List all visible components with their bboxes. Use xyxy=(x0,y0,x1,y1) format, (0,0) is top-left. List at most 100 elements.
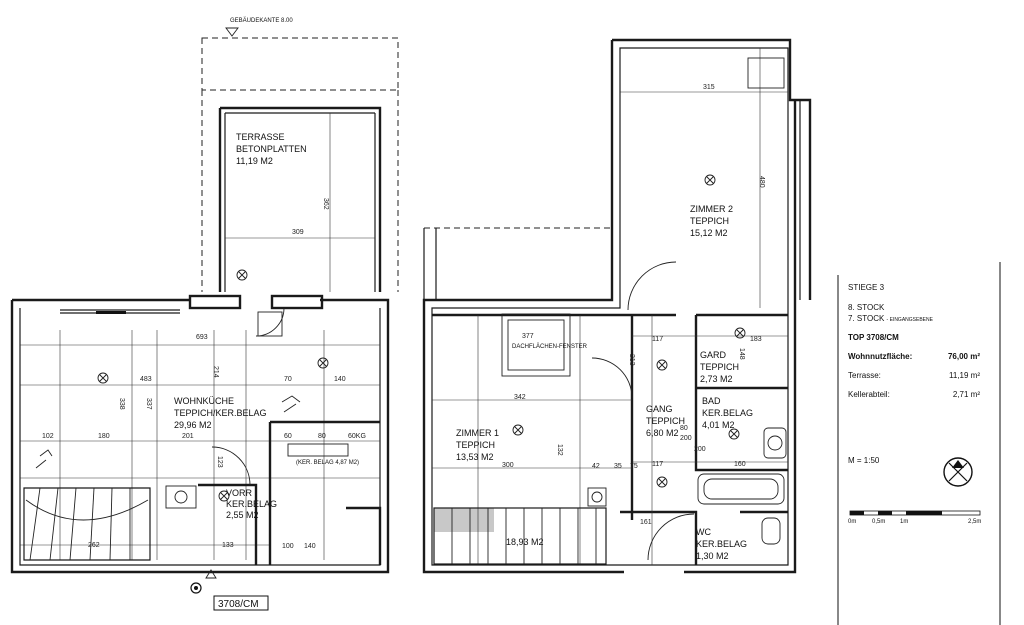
dim-132: 132 xyxy=(556,444,563,456)
dim-214: 214 xyxy=(212,366,219,378)
scale-tick-1: 0,5m xyxy=(872,519,885,525)
vorr-area: 2,55 M2 xyxy=(226,510,259,520)
dim-140-top: 140 xyxy=(334,376,346,383)
dim-362: 362 xyxy=(322,198,329,210)
dim-148: 148 xyxy=(738,348,745,360)
legend-label: Wohnnutzfläche: xyxy=(848,352,913,361)
legend-row-terrasse: Terrasse: 11,19 m² xyxy=(848,366,984,385)
ceiling-light-icon xyxy=(97,372,109,384)
scale-tick-3: 2,5m xyxy=(968,519,981,525)
ceiling-light-icon xyxy=(728,428,740,440)
zimmer2-floor: TEPPICH xyxy=(690,216,729,226)
dim-480: 480 xyxy=(758,176,765,188)
dim-200-b: 200 xyxy=(694,446,706,453)
dim-133: 133 xyxy=(222,542,234,549)
dim-338: 338 xyxy=(118,398,125,410)
stair-left xyxy=(23,487,151,561)
north-arrow-icon xyxy=(943,457,973,487)
dim-337: 337 xyxy=(145,398,152,410)
dim-123: 123 xyxy=(216,456,223,468)
wc-floor: KER.BELAG xyxy=(696,539,747,549)
legend-row-kellerabteil: Kellerabteil:2,71 m² xyxy=(848,385,984,404)
legend-row-wohnnutzflaeche: Wohnnutzfläche: 76,00 m² xyxy=(848,347,984,366)
wohnkueche-floor: TEPPICH/KER.BELAG xyxy=(174,408,267,418)
zimmer1-area: 13,53 M2 xyxy=(456,452,494,462)
scale-tick-0: 0m xyxy=(848,519,856,525)
gang-floor: TEPPICH xyxy=(646,416,685,426)
dim-42: 42 xyxy=(592,463,600,470)
dim-262: 262 xyxy=(88,542,100,549)
dim-200-a: 200 xyxy=(680,435,692,442)
gard-floor: TEPPICH xyxy=(700,362,739,372)
legend-value: 76,00 m² xyxy=(947,352,980,361)
legend-stock-7: 7. STOCK - EINGANGSEBENE xyxy=(848,313,984,326)
bad-area: 4,01 M2 xyxy=(702,420,735,430)
entrance-marker-icon xyxy=(190,582,202,594)
toilet xyxy=(761,517,781,545)
legend-stock-8: 8. STOCK xyxy=(848,303,885,312)
dim-140-bottom: 140 xyxy=(304,543,316,550)
dim-309: 309 xyxy=(292,229,304,236)
ceiling-light-icon xyxy=(317,357,329,369)
bad-name: BAD xyxy=(702,396,721,406)
dim-483: 483 xyxy=(140,376,152,383)
bad-floor: KER.BELAG xyxy=(702,408,753,418)
dim-183: 183 xyxy=(750,336,762,343)
ceiling-light-icon xyxy=(656,476,668,488)
legend-top: TOP 3708/CM xyxy=(848,333,899,342)
roof-window-label: DACHFLÄCHEN-FENSTER xyxy=(512,343,588,350)
ceiling-light-icon xyxy=(218,490,230,502)
zimmer1-floor: TEPPICH xyxy=(456,440,495,450)
dim-315: 315 xyxy=(703,84,715,91)
stair-area: 18,93 M2 xyxy=(506,537,544,547)
vorr-floor: KER.BELAG xyxy=(226,499,277,509)
legend-scale: M = 1:50 xyxy=(848,456,880,465)
gang-name: GANG xyxy=(646,404,673,414)
dim-117-bottom: 117 xyxy=(652,461,663,468)
legend-stock-7-label: 7. STOCK xyxy=(848,314,885,323)
legend-value: 11,19 m² xyxy=(949,371,980,380)
dim-342: 342 xyxy=(514,394,526,401)
terrace-floor: BETONPLATTEN xyxy=(236,144,307,154)
dim-35: 35 xyxy=(614,463,622,470)
wc-name: WC xyxy=(696,527,711,537)
scale-bar: 0m 0,5m 1m 2,5m xyxy=(848,510,981,525)
legend-stiege: STIEGE 3 xyxy=(848,283,885,292)
dim-180: 180 xyxy=(98,433,110,440)
dim-117-top: 117 xyxy=(652,336,663,343)
roof-window xyxy=(501,313,571,377)
wohnkueche-name: WOHNKÜCHE xyxy=(174,396,234,406)
terrace-canopy-outline xyxy=(201,37,399,91)
legend-panel: STIEGE 3 8. STOCK 7. STOCK - EINGANGSEBE… xyxy=(848,282,984,465)
ceiling-light-icon xyxy=(656,359,668,371)
terrace-title: TERRASSE xyxy=(236,132,285,142)
dim-213: 213 xyxy=(628,354,635,366)
legend-label: Terrasse: xyxy=(848,371,881,380)
zimmer2-area: 15,12 M2 xyxy=(690,228,728,238)
ceiling-light-icon xyxy=(734,327,746,339)
dim-75: 75 xyxy=(630,463,638,470)
left-floor-plan: GEBÄUDEKANTE 8.00 TERRASSE BETONPLATTEN … xyxy=(10,17,399,611)
unit-tag: 3708/CM xyxy=(218,599,259,610)
dim-70: 70 xyxy=(284,376,292,383)
dim-60: 60 xyxy=(284,433,292,440)
bathtub xyxy=(697,473,785,505)
dim-102: 102 xyxy=(42,433,54,440)
left-outer-walls xyxy=(10,298,390,574)
legend-stock-7-note: - EINGANGSEBENE xyxy=(886,317,933,323)
washbasin xyxy=(763,427,787,459)
kitchen-niche-floor: (KER. BELAG 4,87 M2) xyxy=(296,460,359,466)
ceiling-light-icon xyxy=(236,269,248,281)
dim-160: 160 xyxy=(734,461,746,468)
dim-693: 693 xyxy=(196,334,208,341)
dim-80-right: 80 xyxy=(680,425,688,432)
wohnkueche-area: 29,96 M2 xyxy=(174,420,212,430)
zimmer1-name: ZIMMER 1 xyxy=(456,428,499,438)
terrace-walls xyxy=(218,106,382,292)
right-outer-walls xyxy=(422,38,812,574)
gard-area: 2,73 M2 xyxy=(700,374,733,384)
wc-area: 1,30 M2 xyxy=(696,551,729,561)
vorr-name: VORR xyxy=(226,488,253,498)
dim-161: 161 xyxy=(640,519,652,526)
